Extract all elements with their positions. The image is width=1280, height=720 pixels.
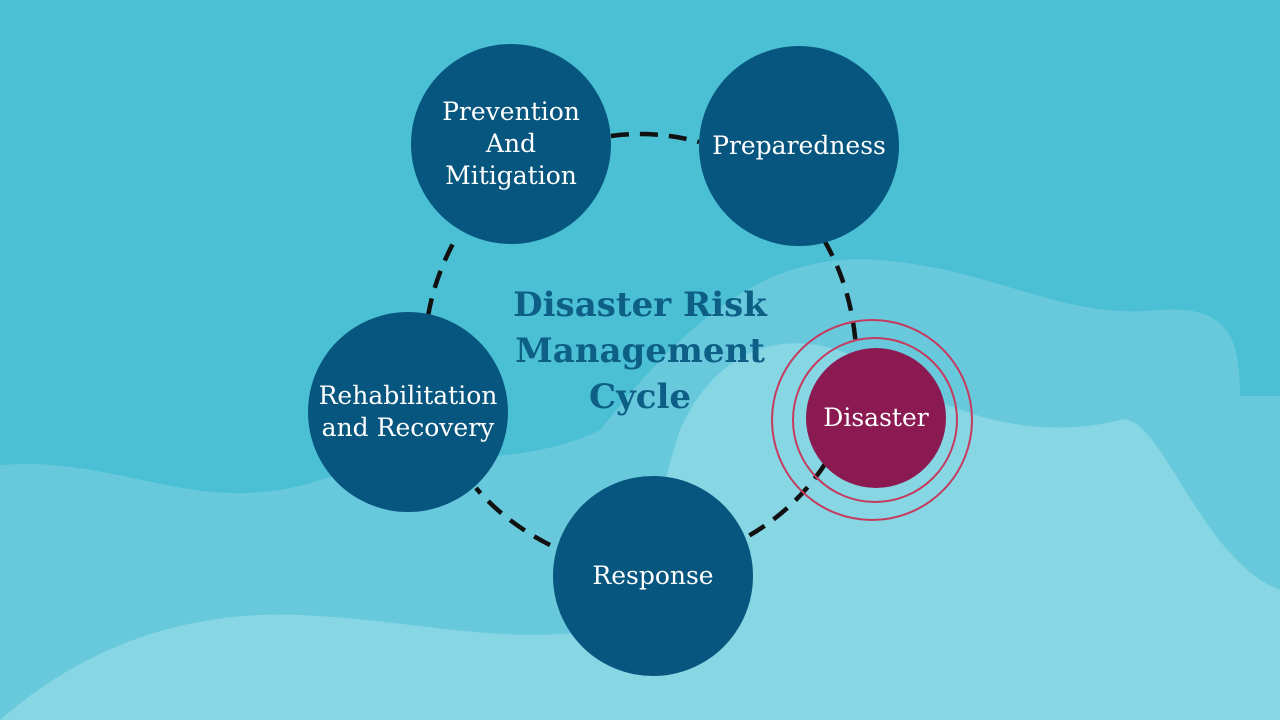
node-disaster: Disaster [806,348,946,488]
disaster-rings [771,319,973,521]
title-line-2: Management [515,331,765,371]
node-rehab-line-1: Rehabilitation [318,381,498,410]
connector-disaster-response [743,462,827,540]
background-wave-right [640,343,1280,720]
node-rehabilitation-recovery: Rehabilitation and Recovery [308,312,508,512]
node-rehab-line-2: and Recovery [321,413,495,442]
node-response: Response [553,476,753,676]
node-prevention-mitigation: Prevention And Mitigation [411,44,611,244]
connector-preparedness-disaster [822,238,859,349]
disaster-ring-inner [792,337,958,503]
node-preparedness-label: Preparedness [712,131,886,160]
connector-response-rehabilitation [474,486,552,548]
node-prevention-line-1: Prevention [442,97,580,126]
title-line-3: Cycle [588,377,692,417]
node-prevention-line-2: And [485,129,537,158]
disaster-ring-outer [771,319,973,521]
connector-rehabilitation-prevention [425,236,458,317]
node-prevention-line-3: Mitigation [445,161,577,190]
node-preparedness: Preparedness [699,46,899,246]
node-response-label: Response [592,561,714,590]
cycle-connectors [425,131,859,548]
connector-prevention-preparedness [610,131,700,145]
title-line-1: Disaster Risk [513,285,767,325]
node-disaster-label: Disaster [823,403,929,432]
diagram-title: Disaster Risk Management Cycle [470,282,810,420]
